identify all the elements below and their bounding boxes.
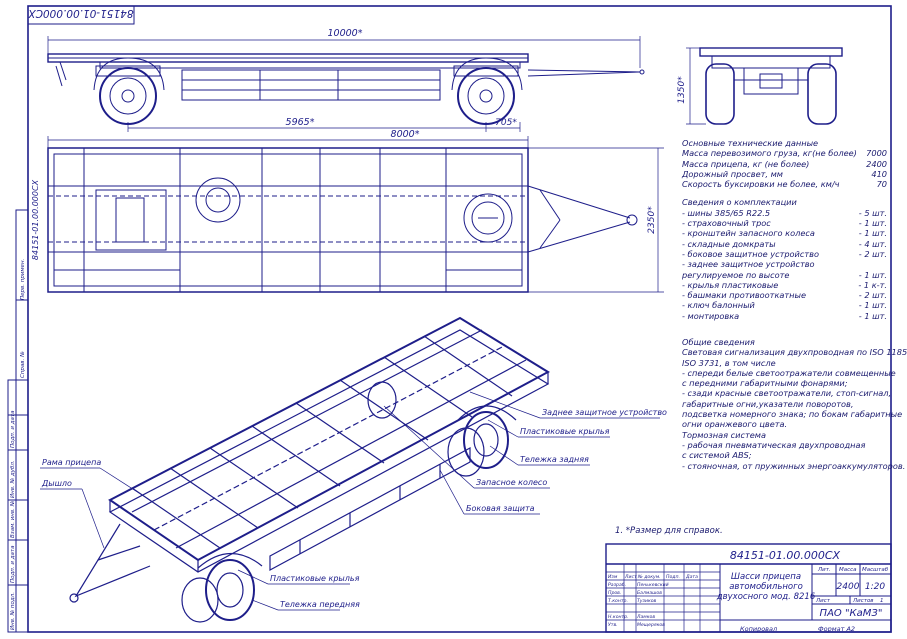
mass-value: 2400 <box>837 582 860 592</box>
lit-label: Лит. <box>817 567 831 573</box>
general-line: с системой ABS; <box>682 450 752 461</box>
format-label: Формат А2 <box>818 625 855 633</box>
general-line: Световая сигнализация двухпроводная по I… <box>682 347 907 358</box>
name-tech-control: Тузиков <box>637 598 657 604</box>
head-doc: № докум. <box>637 574 661 580</box>
kit-row: - башмаки противооткатные- 2 шт. <box>682 290 887 301</box>
kit-row: - заднее защитное устройство <box>682 259 815 270</box>
mass-label: Масса <box>839 567 857 573</box>
stamp-dup-inv: Инв. № дубл. <box>10 460 16 498</box>
row-checker: Пров. <box>608 590 621 596</box>
head-list: Лист <box>624 574 637 580</box>
spec-row: Масса прицепа, кг (не более)2400 <box>682 158 887 169</box>
row-approved: Утв. <box>608 622 618 628</box>
kit-row: - ключ балонный- 1 шт. <box>682 300 887 311</box>
general-line: - спереди белые светоотражатели совмещен… <box>682 367 896 378</box>
title-name-2: автомобильного <box>729 582 803 592</box>
copied-label: Копировал <box>740 625 777 633</box>
dim-axle-gap: 705* <box>495 118 517 128</box>
scale-value: 1:20 <box>865 582 885 592</box>
callout-drawbar: Дышло <box>41 479 72 488</box>
top-code: 84151-01.00.000СХ <box>28 7 134 19</box>
tech-specs: Основные технические данные Масса перево… <box>682 138 887 321</box>
stamp-sign-date-1: Подп. и дата <box>10 410 16 448</box>
head-sign: Подп. <box>666 574 680 580</box>
callout-spare-wheel: Запасное колесо <box>476 478 547 487</box>
isometric-view <box>69 316 551 623</box>
stamp-replace-inv: Взам. инв. № <box>10 500 16 538</box>
callout-side-guard: Боковая защита <box>466 504 535 513</box>
kit-title: Сведения о комплектации <box>682 197 797 208</box>
title-name-3: двухосного мод. 8216 <box>716 592 816 602</box>
kit-row: - шины 385/65 R22.5- 5 шт. <box>682 207 887 218</box>
callout-rear-bogie: Тележка задняя <box>520 455 589 464</box>
name-checker: Балмашов <box>637 590 662 596</box>
callout-front-bogie: Тележка передняя <box>280 600 360 609</box>
kit-row: - складные домкраты- 4 шт. <box>682 238 887 249</box>
general-line: габаритные огни,указатели поворотов, <box>682 398 854 409</box>
stamp-first-use: Перв. примен. <box>20 258 26 300</box>
scale-label: Масштаб <box>862 567 889 573</box>
title-block <box>605 543 892 633</box>
general-line: подсветка номерного знака; по бокам габа… <box>682 409 903 420</box>
kit-row: - крылья пластиковые- 1 к-т. <box>682 279 887 290</box>
side-view <box>47 36 645 132</box>
plan-view <box>47 136 664 293</box>
dim-chassis-length: 8000* <box>391 129 420 140</box>
dim-front-offset: 5965* <box>286 117 315 128</box>
general-line: Общие сведения <box>682 337 755 347</box>
name-developer: Пенькевский <box>637 582 669 588</box>
name-norm-control: Ламков <box>636 614 655 620</box>
row-developer: Разраб. <box>608 582 626 588</box>
dim-width: 2350* <box>647 206 657 234</box>
reference-note: 1. *Размер для справок. <box>615 526 723 536</box>
general-line: огни оранжевого цвета. <box>682 419 788 430</box>
top-code-box <box>27 5 135 25</box>
sheets-label: Листов <box>852 598 874 604</box>
general-line: Тормозная система <box>682 429 766 440</box>
end-view <box>686 47 843 125</box>
head-izm: Изм <box>608 574 618 580</box>
stamp-orig-inv: Инв. № подл. <box>10 592 16 630</box>
specs-title: Основные технические данные <box>682 138 819 148</box>
general-line: ISO 3731, в том числе <box>682 357 776 368</box>
callout-rear-guard: Заднее защитное устройство <box>542 408 667 417</box>
row-tech-control: Т.контр. <box>608 598 628 604</box>
kit-row: - боковое защитное устройство- 2 шт. <box>682 248 887 259</box>
company: ПАО "КаМЗ" <box>820 608 883 619</box>
dim-overall-length: 10000* <box>328 28 363 39</box>
spec-row: Масса перевозимого груза, кг(не более)70… <box>682 148 887 159</box>
name-approved: Мещеряков <box>637 622 665 628</box>
head-date: Дата <box>685 574 698 580</box>
kit-row: регулируемое по высоте- 1 шт. <box>682 269 887 280</box>
sheets-value: 1 <box>880 598 884 604</box>
stamp-sign-date-2: Подп. и дата <box>10 545 16 583</box>
general-line: - стояночная, от пружинных энергоаккумул… <box>682 460 906 471</box>
kit-row: - кронштейн запасного колеса- 1 шт. <box>682 228 887 239</box>
general-line: - рабочая пневматическая двухпроводная <box>682 439 866 450</box>
kit-row: - страховочный трос- 1 шт. <box>682 218 887 229</box>
general-line: с передними габаритными фонарями; <box>682 378 848 389</box>
general-info: Общие сведения Световая сигнализация дву… <box>682 337 907 471</box>
title-code: 84151-01.00.000СХ <box>730 549 841 562</box>
callout-frame: Рама прицепа <box>42 458 101 467</box>
left-code: 84151-01.00.000СХ <box>31 179 40 260</box>
row-norm-control: Н.контр. <box>608 614 629 620</box>
sheet-label: Лист <box>815 598 831 604</box>
general-line: - сзади красные светоотражатели, стоп-си… <box>682 388 892 399</box>
kit-row: - монтировка- 1 шт. <box>682 310 887 321</box>
dim-height: 1350* <box>677 76 687 104</box>
callout-plastic-wings-front: Пластиковые крылья <box>270 574 360 583</box>
title-name-1: Шасси прицепа <box>731 572 801 582</box>
stamp-ref-no: Справ. № <box>20 351 26 378</box>
callout-plastic-wings-rear: Пластиковые крылья <box>520 427 610 436</box>
